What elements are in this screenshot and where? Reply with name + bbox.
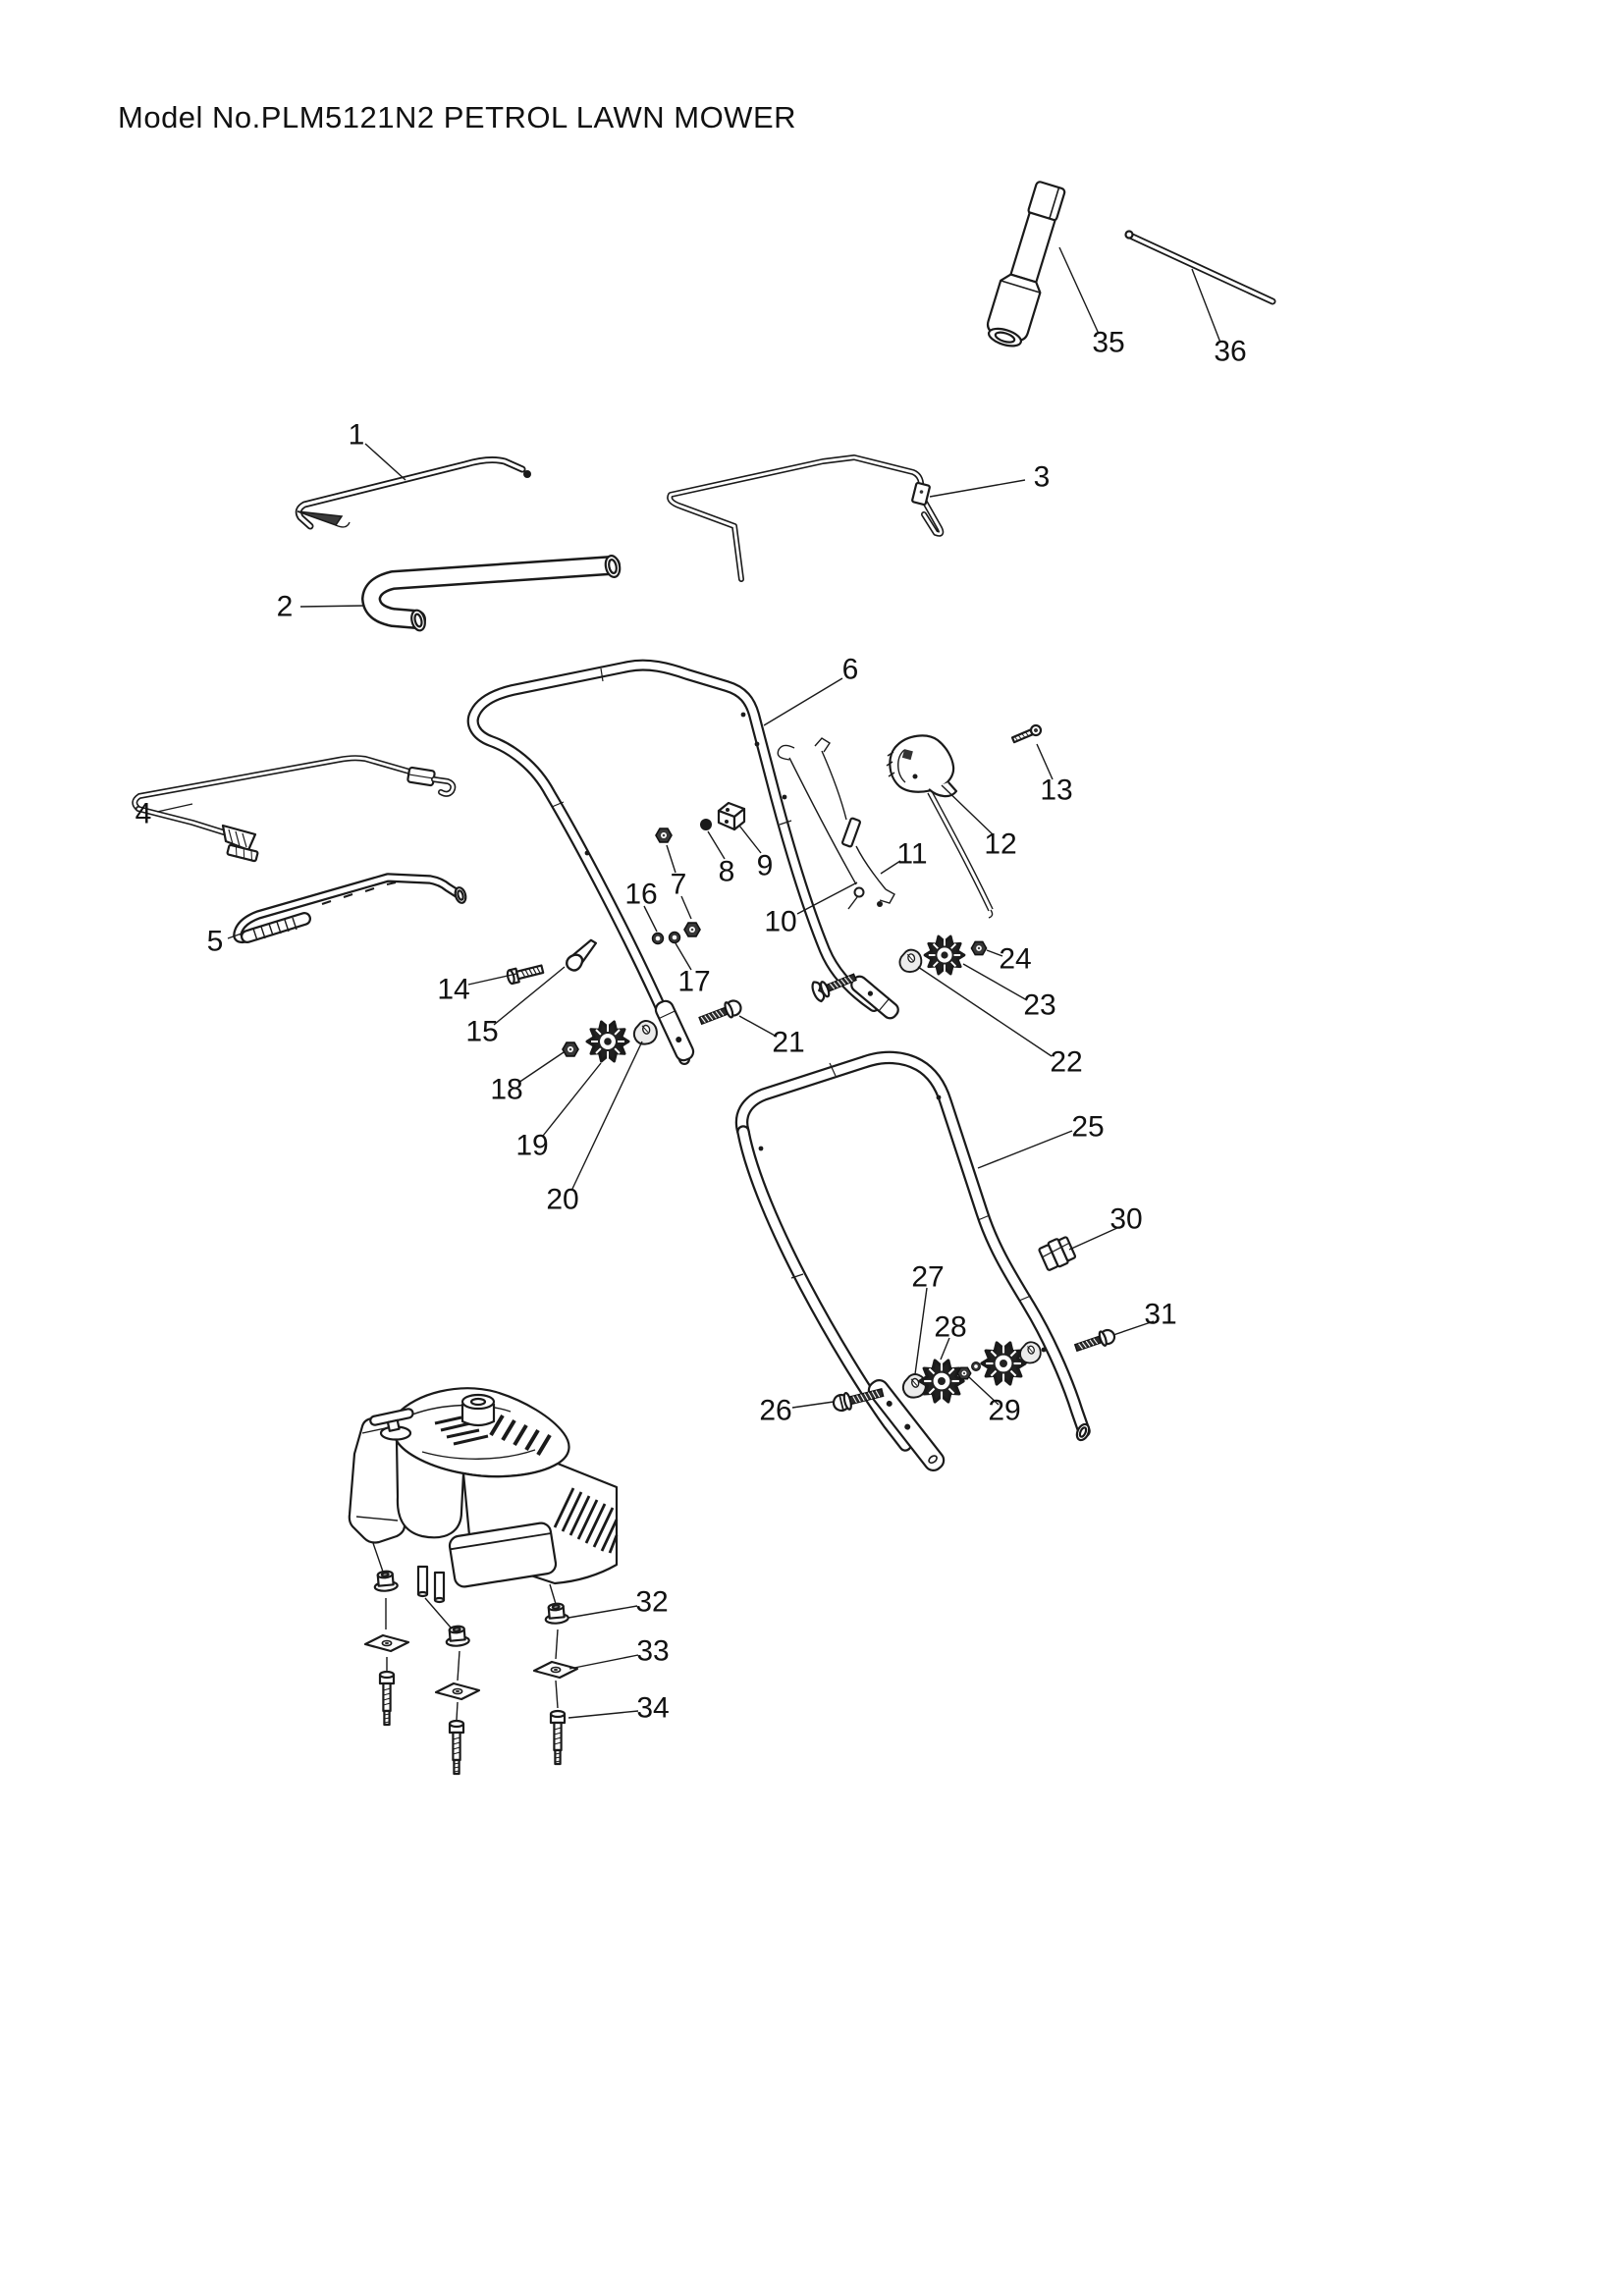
part-label-14: 14 bbox=[437, 974, 469, 1006]
page-title: Model No.PLM5121N2 PETROL LAWN MOWER bbox=[118, 100, 796, 134]
part12-throttle-lever-drawing bbox=[886, 734, 994, 919]
part-label-5: 5 bbox=[207, 926, 224, 958]
small-fasteners-7-16-17-drawing bbox=[651, 801, 746, 945]
leader-line-part-24 bbox=[986, 949, 1003, 957]
part-label-18: 18 bbox=[490, 1074, 522, 1106]
part-label-19: 19 bbox=[515, 1130, 548, 1162]
part31-bolt-drawing bbox=[1073, 1328, 1116, 1353]
leader-line-part-30 bbox=[1068, 1226, 1120, 1251]
part-label-31: 31 bbox=[1144, 1299, 1176, 1331]
part-label-11: 11 bbox=[896, 838, 927, 871]
leader-line-part-2 bbox=[299, 605, 365, 608]
part35-spark-plug-wrench-drawing bbox=[986, 181, 1066, 347]
part36-tommy-bar-drawing bbox=[1124, 230, 1276, 305]
engine-fasteners-32-33-34-drawing bbox=[363, 1569, 579, 1776]
leader-line-part-31 bbox=[1112, 1320, 1155, 1336]
part15-cable-clip-drawing bbox=[566, 938, 598, 972]
part-label-9: 9 bbox=[757, 850, 774, 882]
upper-left-knob-set-drawing bbox=[562, 999, 742, 1063]
lower-knob-set-drawing bbox=[832, 1339, 1045, 1413]
leader-line-part-33 bbox=[568, 1654, 639, 1670]
part-label-13: 13 bbox=[1040, 774, 1072, 807]
leader-line-part-13 bbox=[1036, 743, 1054, 780]
leader-line-part-35 bbox=[1058, 246, 1100, 335]
part-label-2: 2 bbox=[277, 591, 294, 623]
leader-line-part-12 bbox=[941, 784, 995, 836]
leader-line-part-16 bbox=[643, 905, 658, 933]
part3-brake-bail-drawing bbox=[667, 454, 945, 582]
part9-cable-block-drawing bbox=[717, 801, 746, 831]
part5-guide-bar-drawing bbox=[233, 873, 467, 944]
leader-line-part-36 bbox=[1191, 268, 1221, 344]
part-label-12: 12 bbox=[984, 828, 1016, 861]
part4-cable-rod-drawing bbox=[132, 755, 457, 863]
part-label-16: 16 bbox=[624, 879, 657, 911]
part-label-8: 8 bbox=[719, 856, 735, 888]
part-label-7: 7 bbox=[671, 869, 687, 901]
engine-assembly-drawing bbox=[348, 1387, 619, 1721]
part-label-6: 6 bbox=[842, 654, 859, 686]
leader-line-part-1 bbox=[364, 443, 406, 481]
part-label-1: 1 bbox=[349, 419, 365, 452]
leader-line-part-19 bbox=[542, 1062, 602, 1137]
part6-upper-handle-drawing bbox=[466, 659, 899, 1065]
part1-guide-bar-drawing bbox=[295, 456, 531, 530]
leader-line-part-3 bbox=[929, 479, 1026, 498]
part-label-29: 29 bbox=[988, 1395, 1020, 1427]
leader-line-part-7 bbox=[680, 895, 692, 920]
part14-bolt-drawing bbox=[506, 964, 545, 986]
part-label-21: 21 bbox=[772, 1027, 804, 1059]
leader-line-part-21 bbox=[738, 1015, 778, 1038]
part-label-20: 20 bbox=[546, 1184, 578, 1216]
leader-line-part-15 bbox=[493, 966, 566, 1026]
part-label-3: 3 bbox=[1034, 461, 1051, 494]
part8-ball-drawing bbox=[700, 819, 712, 830]
part-label-33: 33 bbox=[636, 1635, 669, 1668]
part-label-34: 34 bbox=[636, 1692, 669, 1725]
part-label-25: 25 bbox=[1071, 1111, 1104, 1144]
leader-line-part-17 bbox=[675, 942, 692, 971]
part30-cable-clamp-drawing bbox=[1038, 1236, 1077, 1271]
leader-line-part-10 bbox=[796, 881, 858, 915]
part-label-28: 28 bbox=[934, 1311, 966, 1344]
leader-line-part-9 bbox=[738, 825, 762, 854]
part13-screw-drawing bbox=[1010, 723, 1043, 744]
part-label-22: 22 bbox=[1050, 1046, 1082, 1079]
cables-10-11-drawing bbox=[777, 737, 895, 910]
leader-line-part-32 bbox=[568, 1605, 638, 1619]
part-label-10: 10 bbox=[764, 906, 796, 938]
leader-line-part-11 bbox=[880, 860, 901, 875]
part-label-27: 27 bbox=[911, 1261, 944, 1294]
part-label-23: 23 bbox=[1023, 989, 1055, 1022]
leader-line-part-6 bbox=[763, 677, 843, 726]
leader-line-part-22 bbox=[917, 966, 1053, 1057]
leader-line-part-23 bbox=[962, 963, 1028, 1001]
leader-line-part-5 bbox=[227, 933, 243, 939]
leader-line-part-20 bbox=[571, 1041, 643, 1190]
part-label-17: 17 bbox=[677, 966, 710, 998]
part-label-4: 4 bbox=[135, 798, 152, 830]
leader-line-part-28 bbox=[940, 1337, 950, 1361]
leader-line-part-4 bbox=[156, 803, 193, 813]
leader-line-part-34 bbox=[568, 1710, 639, 1719]
part-label-30: 30 bbox=[1109, 1203, 1142, 1236]
part-label-36: 36 bbox=[1214, 336, 1246, 368]
part-label-24: 24 bbox=[999, 943, 1031, 976]
part-label-15: 15 bbox=[465, 1016, 498, 1048]
leader-line-part-7 bbox=[666, 844, 676, 874]
leader-line-part-25 bbox=[977, 1130, 1073, 1169]
part-label-26: 26 bbox=[759, 1395, 791, 1427]
upper-right-knob-set-drawing bbox=[811, 934, 988, 1003]
leader-line-part-27 bbox=[914, 1287, 928, 1375]
part-label-35: 35 bbox=[1092, 327, 1124, 359]
leader-line-part-18 bbox=[517, 1051, 565, 1084]
part-label-32: 32 bbox=[635, 1586, 668, 1619]
leader-line-part-26 bbox=[791, 1401, 835, 1409]
leader-line-part-29 bbox=[968, 1376, 1000, 1406]
leader-line-part-14 bbox=[467, 973, 517, 986]
leader-line-part-8 bbox=[707, 830, 726, 860]
part2-grip-tube-drawing bbox=[361, 555, 622, 632]
